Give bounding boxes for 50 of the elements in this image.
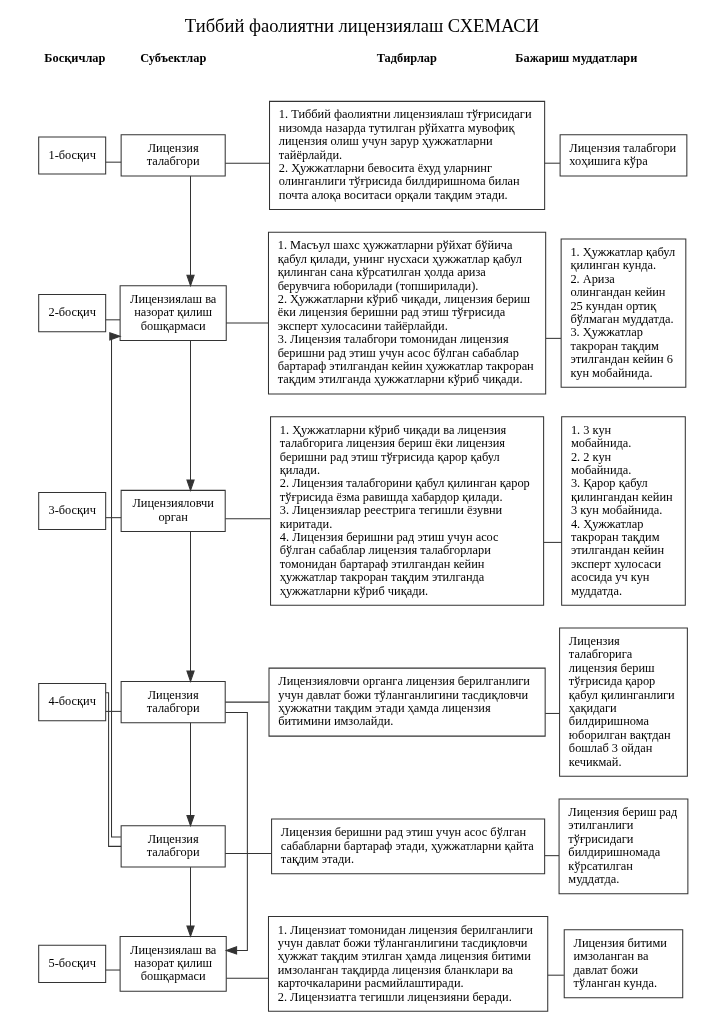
node-box: Лицензия беришни рад этиш учун асос бўлган сабабларни бартараф этади, ҳужжатларни қайта тақдим этади.: [271, 818, 546, 875]
node-box: 1-босқич: [38, 136, 107, 175]
node-box: 1. Тиббий фаолиятни лицензиялаш тўғрисидаги низомда назарда тутилган рўйхатга мувофиқ лицензия олиш учун зарур ҳужжатларни тайёрлайди. 2. Ҳужжатларни бевосита ёхуд уларнинг олинганлиги тўғрисида билдиришнома билан почта алоқа воситаси орқали тақдим этади.: [269, 100, 546, 211]
connector: [544, 712, 560, 714]
connector: [224, 853, 272, 855]
node-box: 1. 3 кун мобайнида. 2. 2 кун мобайнида. 3. Қарор қабул қилингандан кейин 3 кун мобайнида. 4. Ҳужжатлар такроран тақдим этилгандан кейин эксперт хулосаси асосида уч кун муддатда.: [561, 416, 686, 606]
arrow: [109, 331, 122, 838]
node-box: Лицензия битими имзоланган ва давлат божи тўланган кунда.: [563, 929, 684, 999]
label: Босқичлар: [44, 51, 106, 66]
node-box: 4-босқич: [38, 683, 107, 722]
node-box: 1. Ҳужжатлар қабул қилинган кунда. 2. Ариза олингандан кейин 25 кундан ортиқ бўлмаган муддатда. 3. Ҳужжатлар такроран тақдим этилгандан кейин 6 кун мобайнида.: [560, 238, 687, 388]
node-box: 1. Лицензиат томонидан лицензия берилганлиги учун давлат божи тўланганлигини тасдиқловчи ҳужжат тақдим этилган ҳамда лицензия битими имзоланган тақдирда лицензия бланклари ва карточкаларини расмийлаштиради. 2. Лицензиатга тегишли лицензияни беради.: [267, 915, 549, 1012]
node-box: Лицензия талабгори: [120, 825, 226, 868]
connector: [544, 855, 560, 857]
connector: [545, 337, 562, 339]
node-box: Лицензиялаш ва назорат қилиш бошқармаси: [119, 285, 227, 341]
connector: [105, 319, 121, 321]
label: Тадбирлар: [376, 51, 437, 66]
node-box: Лицензиялаш ва назорат қилиш бошқармаси: [119, 936, 227, 992]
arrow: [224, 711, 248, 955]
node-box: 2-босқич: [38, 294, 107, 333]
connector: [224, 701, 270, 703]
connector: [225, 977, 269, 979]
node-box: 5-босқич: [38, 944, 107, 983]
node-box: Лицензия талабгорига лицензия бериш тўғрисида қарор қабул қилинганлиги ҳақидаги билдиришнома юборилган вақтдан бошлаб 3 ойдан кечикмай.: [559, 627, 688, 777]
node-box: Лицензия бериш рад этилганлиги тўғрисидаги билдиришномада кўрсатилган муддатда.: [558, 798, 689, 895]
connector: [543, 541, 563, 543]
connector: [547, 974, 565, 976]
arrow: [186, 175, 195, 288]
connector: [105, 161, 122, 163]
arrow: [186, 722, 195, 828]
label: Субъектлар: [140, 51, 207, 66]
node-box: Лицензия талабгори хоҳишига кўра: [559, 134, 688, 177]
arrow: [186, 866, 195, 938]
node-box: Лицензияловчи орган: [120, 489, 226, 533]
connector: [224, 518, 271, 520]
connector: [105, 969, 121, 971]
node-box: Лицензияловчи органга лицензия берилганлиги учун давлат божи тўланганлигини тасдиқловчи ҳужжатни тақдим этади ҳамда лицензия битимини имзолайди.: [268, 667, 546, 737]
node-box: 1. Масъул шахс ҳужжатларни рўйхат бўйича қабул қилади, унинг нусхаси ҳужжатлар қабул қилинган сана кўрсатилган ҳолда ариза берувчига юборилади (топширилади). 2. Ҳужжатларни кўриб чиқади, лицензия бериш ёки лицензия беришни рад этиш тўғрисида эксперт хулосасини тайёрлайди. 3. Лицензия талабгори томонидан лицензия беришни рад этиш учун асос бўлган сабаблар бартараф этилгандан кейин ҳужжатлар такроран тақдим этилганда ҳужжатларни кўриб чиқади.: [267, 231, 547, 395]
connector: [544, 162, 561, 164]
node-box: Лицензия талабгори: [120, 134, 226, 177]
label: Бажариш муддатлари: [515, 51, 638, 66]
arrow: [186, 340, 195, 492]
connector: [224, 162, 270, 164]
arrow: [186, 531, 195, 683]
connector: [225, 322, 269, 324]
node-box: 3-босқич: [38, 491, 107, 531]
node-box: 1. Ҳужжатларни кўриб чиқади ва лицензия талабгорига лицензия бериш ёки лицензия беришни рад этиш тўғрисида қарор қабул қилади. 2. Лицензия талабгорини қабул қилинган қарор тўғрисида ёзма равишда хабардор қилади. 3. Лицензиялар реестрига тегишли ёзувни киритади. 4. Лицензия беришни рад этиш учун асос бўлган сабаблар лицензия талабгорлари томонидан бартараф этилгандан кейин ҳужжатлар такроран тақдим этилганда ҳужжатларни кўриб чиқади.: [270, 416, 545, 606]
diagram-title: Тиббий фаолиятни лицензиялаш СХЕМАСИ: [184, 14, 540, 36]
node-box: Лицензия талабгори: [120, 681, 226, 724]
